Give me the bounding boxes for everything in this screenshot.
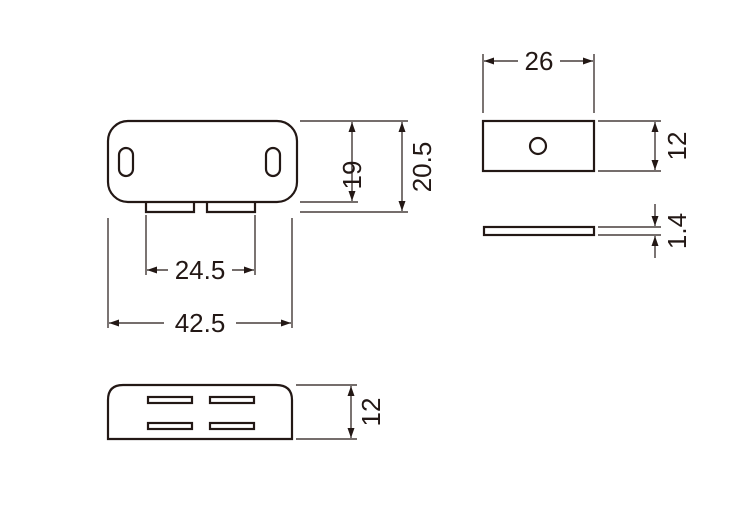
side-view-dimensions: 26 12 [482,46,692,172]
screw-hole [528,136,548,156]
dim-label-19: 19 [337,161,367,190]
right-bottom-tab [205,202,257,214]
bottom-view-dimensions: 12 [296,384,386,440]
magnet-slot-bottom-left [146,421,194,431]
bottom-body [106,383,294,441]
front-body [106,119,299,204]
front-height-dimensions: 19 20.5 [300,120,437,213]
strike-plate-top [481,119,596,173]
dim-label-1-4: 1.4 [662,213,692,249]
dim-label-12-side: 12 [662,132,692,161]
dim-label-24-5: 24.5 [175,255,226,285]
side-view [481,119,596,173]
bottom-view [106,383,294,441]
front-width-dimensions: 24.5 42.5 [107,215,293,338]
left-bottom-tab [144,202,196,214]
magnet-slot-top-right [208,395,256,405]
magnet-slot-bottom-right [208,421,256,431]
plate-edge-view [482,225,596,237]
right-mounting-slot [264,146,282,178]
strike-plate-edge [482,225,596,237]
dim-label-12-bottom: 12 [356,398,386,427]
plate-thickness-dimension: 1.4 [598,204,692,258]
front-view [106,119,299,214]
left-mounting-slot [117,146,135,178]
dim-label-20-5: 20.5 [407,142,437,193]
dim-label-42-5: 42.5 [175,308,226,338]
dim-label-26: 26 [525,46,554,76]
magnet-slot-top-left [146,395,194,405]
